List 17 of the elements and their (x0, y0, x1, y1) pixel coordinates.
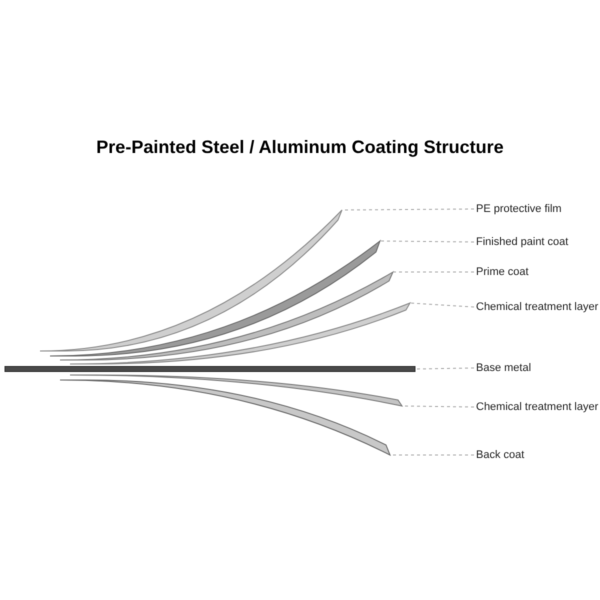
layer-label: PE protective film (476, 202, 562, 216)
layer-label: Chemical treatment layer (476, 300, 598, 314)
layer-label: Chemical treatment layer (476, 400, 598, 414)
coating-layer-strip (70, 302, 410, 364)
layer-label: Back coat (476, 448, 524, 462)
layer-label: Finished paint coat (476, 235, 568, 249)
coating-layer-strip (70, 374, 402, 406)
leader-line (414, 368, 474, 370)
coating-layer-strip (60, 272, 394, 360)
leader-line (380, 240, 474, 242)
layer-label: Prime coat (476, 265, 529, 279)
diagram-title: Pre-Painted Steel / Aluminum Coating Structure (95, 137, 505, 158)
coating-layer-strip (50, 240, 380, 356)
coating-layer-strip (60, 380, 390, 456)
layer-label: Base metal (476, 361, 532, 375)
leader-line (410, 302, 474, 308)
base-metal-strip (4, 366, 416, 372)
